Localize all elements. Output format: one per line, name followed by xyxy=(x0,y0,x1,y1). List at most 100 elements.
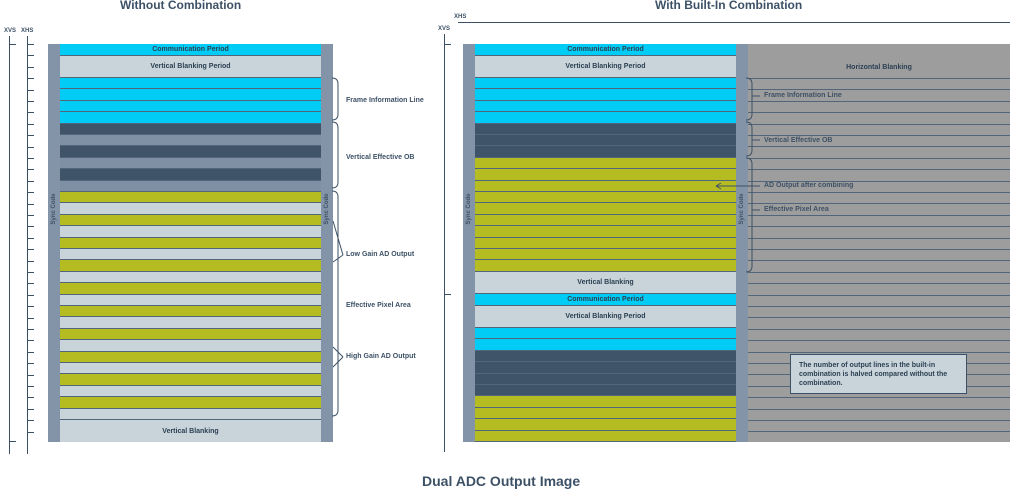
right-hb-separator xyxy=(748,431,1010,432)
right-brackets xyxy=(745,77,760,273)
right-hb-separator xyxy=(748,409,1010,410)
left-xhs-pulse xyxy=(27,306,34,307)
left-mid-line xyxy=(60,135,321,147)
right-xhs-line xyxy=(458,22,1010,23)
left-sync-label: Sync Code xyxy=(51,193,57,225)
right-hb-separator xyxy=(748,420,1010,421)
right-olive-line xyxy=(475,157,736,170)
right-title: With Built-In Combination xyxy=(655,0,803,12)
right-vertical-blanking-period: Vertical Blanking Period xyxy=(475,56,736,78)
right-lower-olive-line xyxy=(475,419,736,431)
left-xhs-pulse xyxy=(27,192,34,193)
left-xhs-pulse xyxy=(27,101,34,102)
right-lower-olive-line xyxy=(475,396,736,408)
left-xhs-pulse xyxy=(27,432,34,433)
right-frame-info-label: Frame Information Line xyxy=(764,92,842,99)
left-xhs-pulse xyxy=(27,352,34,353)
left-olive-line xyxy=(60,306,321,318)
right-horizontal-blanking-label: Horizontal Blanking xyxy=(846,63,912,71)
left-xhs-pulse xyxy=(27,181,34,182)
left-xhs-line xyxy=(27,36,28,454)
left-xhs-pulse xyxy=(27,55,34,56)
left-brackets xyxy=(331,77,344,417)
left-gray-line xyxy=(60,317,321,329)
left-xhs-label: XHS xyxy=(21,28,34,34)
right-hb-separator xyxy=(748,238,1010,239)
left-xhs-pulse xyxy=(27,409,34,410)
right-communication-period-2: Communication Period xyxy=(475,294,736,306)
right-hb-separator xyxy=(748,181,1010,182)
left-olive-line xyxy=(60,283,321,295)
right-hb-separator xyxy=(748,124,1010,125)
right-olive-line xyxy=(475,226,736,238)
right-hb-separator xyxy=(748,89,1010,90)
left-olive-line xyxy=(60,260,321,272)
right-xvs-line xyxy=(444,34,445,452)
right-lower-olive-line xyxy=(475,430,736,442)
frame-info-bracket xyxy=(331,77,339,121)
left-xhs-pulse xyxy=(27,340,34,341)
left-sync-column xyxy=(48,44,60,442)
right-olive-line xyxy=(475,192,736,204)
right-hb-separator xyxy=(748,146,1010,147)
left-xvs-label: XVS xyxy=(4,28,17,34)
right-hb-separator xyxy=(748,226,1010,227)
left-xhs-pulse xyxy=(27,249,34,250)
left-xhs-pulse xyxy=(27,204,34,205)
left-gray-line xyxy=(60,408,321,420)
right-hb-separator xyxy=(748,192,1010,193)
left-gray-line xyxy=(60,203,321,215)
left-dark-line xyxy=(60,169,321,181)
right-hb-separator xyxy=(748,158,1010,159)
right-hb-separator xyxy=(748,101,1010,102)
left-sync-column-right xyxy=(321,44,333,442)
left-olive-line xyxy=(60,351,321,363)
right-hb-separator xyxy=(748,169,1010,170)
left-xhs-pulse xyxy=(27,329,34,330)
right-vertical-blanking: Vertical Blanking xyxy=(475,272,736,294)
left-vertical-blanking-period: Vertical Blanking Period xyxy=(60,56,321,78)
left-title: Without Combination xyxy=(120,0,242,12)
left-xhs-pulse xyxy=(27,318,34,319)
left-xhs-pulse xyxy=(27,135,34,136)
right-cyan-line xyxy=(475,78,736,90)
right-olive-line xyxy=(475,249,736,261)
left-xvs-line xyxy=(9,36,10,454)
right-dark-line xyxy=(475,123,736,135)
right-hb-separator xyxy=(748,340,1010,341)
left-olive-line xyxy=(60,192,321,204)
right-sync-column-right xyxy=(736,44,748,442)
left-frame-info-label: Frame Information Line xyxy=(346,97,424,104)
left-xhs-pulse xyxy=(27,397,34,398)
left-olive-line xyxy=(60,237,321,249)
right-lower-dark-line xyxy=(475,350,736,363)
right-vertical-blanking-period-2: Vertical Blanking Period xyxy=(475,306,736,328)
left-xhs-pulse xyxy=(27,363,34,364)
right-hb-separator xyxy=(748,135,1010,136)
left-xhs-pulse xyxy=(27,295,34,296)
left-xhs-pulse xyxy=(27,261,34,262)
right-lower-dark-line xyxy=(475,373,736,385)
left-gray-line xyxy=(60,385,321,398)
left-xhs-pulse xyxy=(27,44,34,45)
left-xhs-pulse xyxy=(27,238,34,239)
right-cyan-line xyxy=(475,112,736,124)
right-communication-period: Communication Period xyxy=(475,44,736,56)
right-hb-separator xyxy=(748,249,1010,250)
effective-pixel-bracket xyxy=(331,190,339,417)
left-xhs-pulse xyxy=(27,226,34,227)
left-gray-line xyxy=(60,271,321,284)
figure-caption: Dual ADC Output Image xyxy=(422,473,581,489)
right-hb-separator xyxy=(748,283,1010,284)
right-lower-olive-line xyxy=(475,407,736,420)
right-lower-dark-line xyxy=(475,362,736,374)
left-xhs-pulse xyxy=(27,67,34,68)
right-xvs-label: XVS xyxy=(438,26,451,32)
left-gray-line xyxy=(60,363,321,375)
left-cyan-line xyxy=(60,89,321,101)
left-xhs-pulse xyxy=(27,169,34,170)
right-hb-separator xyxy=(748,215,1010,216)
right-effective-pixel-label: Effective Pixel Area xyxy=(764,206,829,213)
left-olive-line xyxy=(60,328,321,341)
right-lower-cyan-line xyxy=(475,328,736,340)
